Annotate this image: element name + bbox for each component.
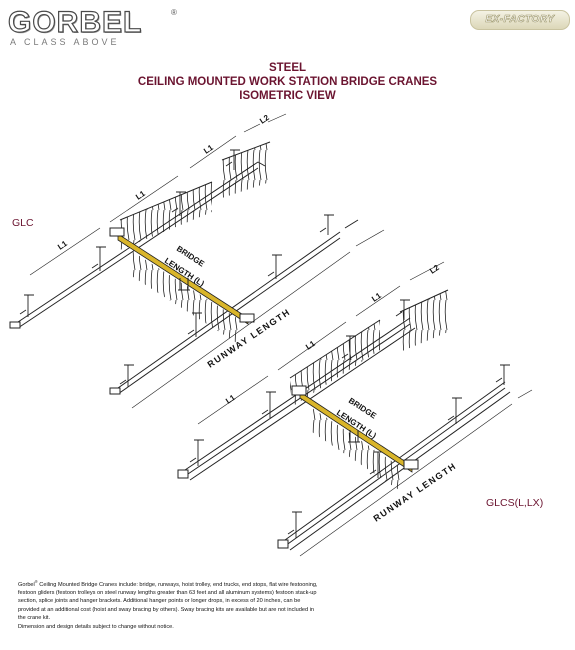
notes-registered-mark: ® bbox=[34, 579, 38, 584]
glc-festoon-stack-1 bbox=[119, 181, 213, 250]
glc-dimension-lines bbox=[29, 113, 385, 409]
ex-factory-badge: EX-FACTORY bbox=[470, 10, 570, 30]
glcs-l1-label-1: L1 bbox=[224, 393, 237, 406]
glc-assembly bbox=[9, 113, 385, 409]
title-view: ISOMETRIC VIEW bbox=[239, 90, 336, 102]
notes-text: Ceiling Mounted Bridge Cranes include: b… bbox=[18, 581, 318, 622]
glcs-l1-label-2: L1 bbox=[304, 339, 317, 352]
model-label-glc: GLC bbox=[12, 217, 34, 229]
glc-l1-label-3: L1 bbox=[202, 143, 215, 156]
glc-l1-label-2: L1 bbox=[134, 189, 147, 202]
glc-festoon-stack-2 bbox=[221, 141, 271, 198]
gorbel-logo: GORBEL ® A CLASS ABOVE bbox=[7, 5, 188, 48]
registered-mark: ® bbox=[171, 8, 177, 17]
glcs-festoon-stack-1 bbox=[289, 319, 381, 408]
logo-tagline: A CLASS ABOVE bbox=[10, 37, 120, 47]
notes-brand: Gorbel bbox=[18, 581, 35, 588]
notes-paragraph-1: Gorbel® Ceiling Mounted Bridge Cranes in… bbox=[18, 578, 318, 622]
glcs-bridge-beam bbox=[291, 385, 419, 492]
title-material: STEEL bbox=[268, 62, 307, 74]
glcs-l1-label-3: L1 bbox=[370, 291, 383, 304]
notes-disclaimer: Dimension and design details subject to … bbox=[18, 624, 174, 631]
glcs-festoon-stack-2 bbox=[399, 289, 449, 352]
glcs-assembly bbox=[177, 261, 533, 557]
ex-factory-badge-text: EX-FACTORY bbox=[485, 14, 555, 26]
title-product: CEILING MOUNTED WORK STATION BRIDGE CRAN… bbox=[137, 76, 438, 88]
glc-bridge-beam bbox=[109, 227, 255, 345]
glcs-dimension-lines bbox=[197, 261, 533, 557]
glc-l2-label: L2 bbox=[258, 113, 271, 126]
notes-block: Gorbel® Ceiling Mounted Bridge Cranes in… bbox=[18, 578, 318, 632]
model-label-glcs: GLCS(L,LX) bbox=[486, 497, 544, 509]
logo-wordmark: GORBEL bbox=[7, 5, 143, 39]
